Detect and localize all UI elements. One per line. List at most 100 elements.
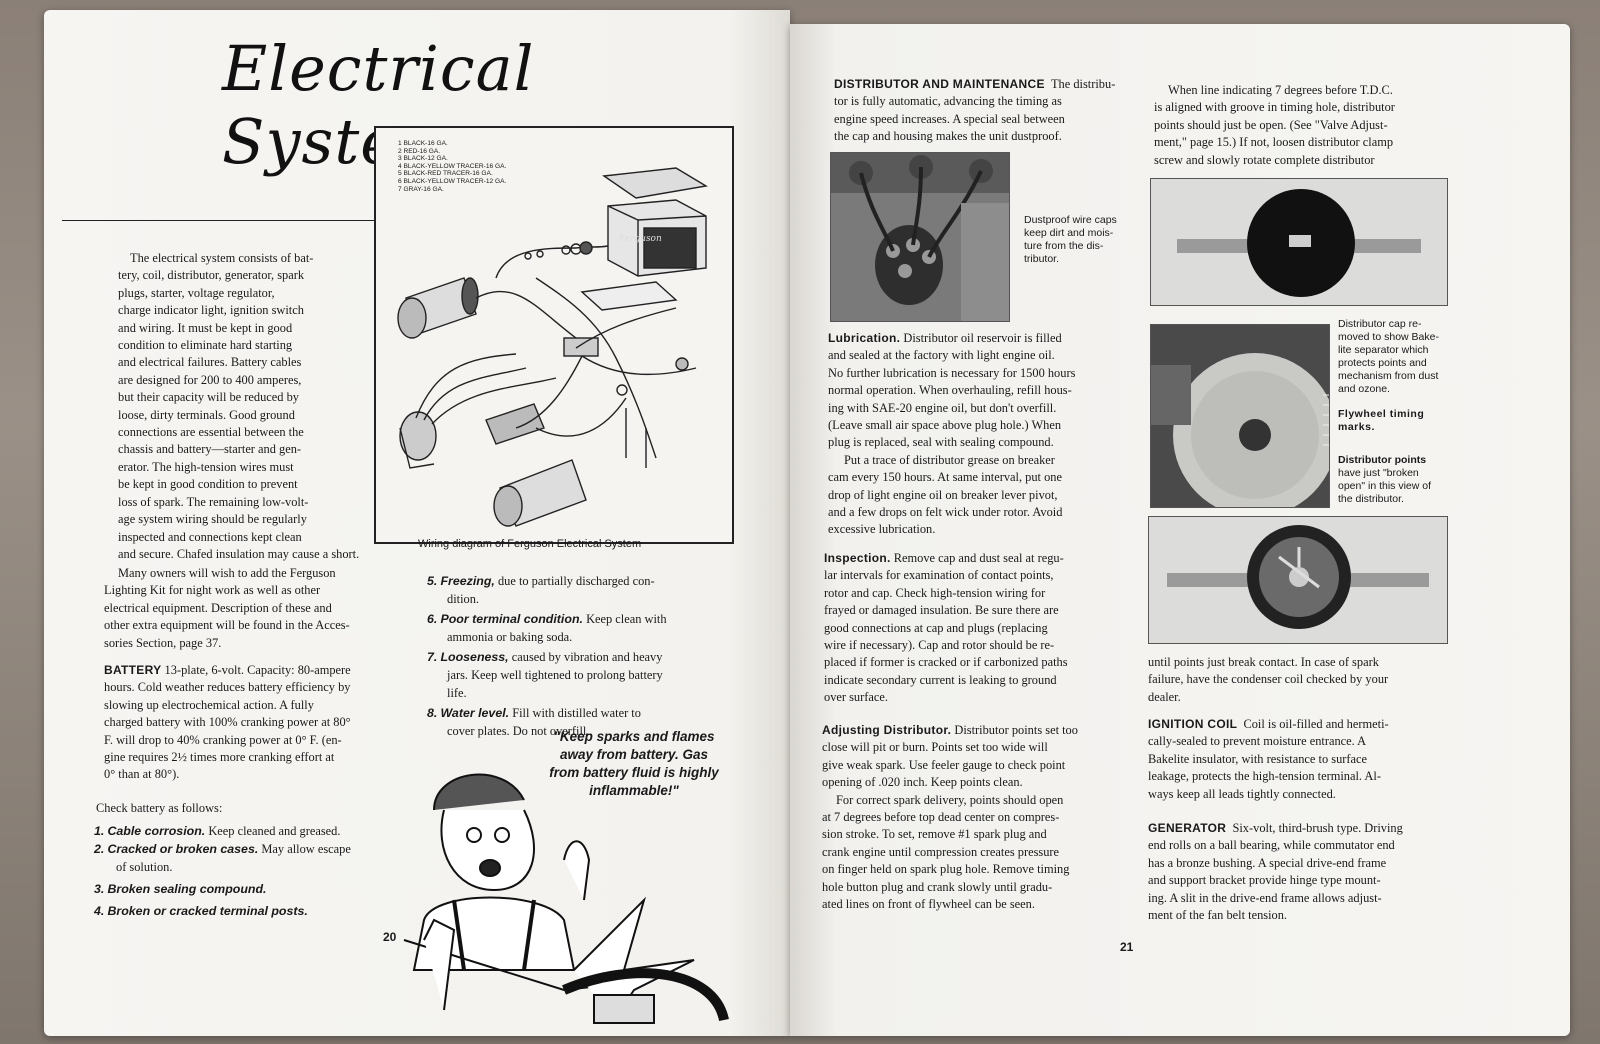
text-line: charged battery with 100% cranking power… — [104, 715, 351, 730]
flywheel-caption: Flywheel timing marks. — [1338, 408, 1424, 434]
page-number: 21 — [1120, 940, 1134, 954]
battery-paragraph: BATTERY 13-plate, 6-volt. Capacity: 80-a… — [104, 662, 404, 784]
text-line: and sealed at the factory with light eng… — [828, 348, 1055, 363]
text-line: ment," page 15.) If not, loosen distribu… — [1154, 135, 1394, 150]
text-line: chassis and battery—starter and gen- — [118, 442, 302, 457]
text-line: sion stroke. To set, remove #1 spark plu… — [822, 827, 1047, 842]
text-line: lar intervals for examination of contact… — [824, 568, 1054, 583]
text-line: The electrical system consists of bat- — [130, 251, 314, 265]
legend-item: 4 BLACK-YELLOW TRACER-16 GA. — [398, 162, 507, 170]
list-item-cont: ammonia or baking soda. — [447, 630, 573, 644]
text-line: For correct spark delivery, points shoul… — [836, 792, 1064, 807]
points-photo-art — [1149, 517, 1447, 643]
list-item-cont: of solution. — [116, 860, 173, 874]
text-line: sories Section, page 37. — [104, 635, 222, 650]
section-heading: BATTERY — [104, 663, 162, 677]
caption-line: marks. — [1338, 421, 1375, 433]
text-line: 13-plate, 6-volt. Capacity: 80-ampere — [164, 663, 351, 677]
text-line: indicate secondary current is leaking to… — [824, 672, 1057, 687]
ignition-paragraph: IGNITION COIL Coil is oil-filled and her… — [1148, 716, 1448, 803]
caption-line: have just "broken — [1338, 467, 1419, 479]
text-line: hours. Cold weather reduces battery effi… — [104, 680, 351, 695]
list-item: 3. Broken sealing compound. — [94, 882, 267, 896]
text-line: engine speed increases. A special seal b… — [834, 111, 1065, 126]
warning-quote: "Keep sparks and flames away from batter… — [528, 728, 740, 800]
list-item-cont: life. — [447, 686, 467, 700]
text-line: excessive lubrication. — [828, 522, 936, 537]
caption-line: moved to show Bake- — [1338, 331, 1439, 343]
text-line: give weak spark. Use feeler gauge to che… — [822, 757, 1066, 772]
caption-line: ture from the dis- — [1024, 240, 1104, 252]
caption-line: lite separator which — [1338, 344, 1429, 356]
text-line: tor is fully automatic, advancing the ti… — [834, 94, 1062, 109]
text-line: Put a trace of distributor grease on bre… — [844, 452, 1055, 467]
section-heading: IGNITION COIL — [1148, 717, 1238, 731]
text-line: 0° than at 80°). — [104, 767, 180, 782]
text-line: be kept in good condition to prevent — [118, 477, 298, 492]
text-line: over surface. — [824, 690, 888, 705]
text-line: and secure. Chafed insulation may cause … — [118, 546, 360, 561]
text-line: Many owners will wish to add the Ferguso… — [118, 566, 336, 580]
section-heading: Inspection. — [824, 551, 891, 565]
generator-paragraph: GENERATOR Six-volt, third-brush type. Dr… — [1148, 820, 1448, 924]
check-intro: Check battery as follows: — [96, 801, 223, 815]
right-page: DISTRIBUTOR AND MAINTENANCE The distribu… — [790, 24, 1570, 1036]
text-line: (Leave small air space above plug hole.)… — [828, 418, 1062, 433]
flywheel-photo-art — [1151, 325, 1329, 507]
flywheel-photo — [1150, 324, 1330, 508]
text-line: placed if former is cracked or if carbon… — [824, 655, 1068, 670]
text-line: hole button plug and crank slowly until … — [822, 879, 1053, 894]
points-photo — [1148, 516, 1448, 644]
text-line: crank engine until compression creates p… — [822, 844, 1060, 859]
caption-line: the distributor. — [1338, 493, 1404, 505]
text-line: are designed for 200 to 400 amperes, — [118, 372, 302, 387]
text-line: leakage, protects the high-tension termi… — [1148, 769, 1381, 784]
text-line: points should just be open. (See "Valve … — [1154, 117, 1388, 132]
section-heading: GENERATOR — [1148, 821, 1227, 835]
caption-line: mechanism from dust — [1338, 370, 1439, 382]
text-line: is aligned with groove in timing hole, d… — [1154, 100, 1395, 115]
list-item: 5. Freezing, due to partially discharged… — [427, 574, 655, 588]
text-line: F. will drop to 40% cranking power at 0°… — [104, 732, 342, 747]
text-line: inspected and connections kept clean — [118, 529, 302, 544]
caption-line: keep dirt and mois- — [1024, 227, 1114, 239]
text-line: at 7 degrees before top dead center on c… — [822, 810, 1060, 825]
text-line: No further lubrication is necessary for … — [828, 365, 1076, 380]
text-line: end rolls on a ball bearing, while commu… — [1148, 838, 1395, 853]
diagram-caption: Wiring diagram of Ferguson Electrical Sy… — [418, 538, 642, 550]
text-line: slowing up electrochemical action. A ful… — [104, 697, 314, 712]
until-paragraph: until points just break contact. In case… — [1148, 654, 1448, 706]
text-line: Remove cap and dust seal at regu- — [893, 551, 1064, 565]
text-line: and wiring. It must be kept in good — [118, 320, 293, 335]
text-line: has a bronze bushing. A special drive-en… — [1148, 855, 1387, 870]
caption-line: and ozone. — [1338, 383, 1390, 395]
text-line: close will pit or burn. Points set too w… — [822, 740, 1048, 755]
lubrication-paragraph: Lubrication. Distributor oil reservoir i… — [828, 330, 1128, 539]
text-line: cam every 150 hours. At same interval, p… — [828, 470, 1062, 485]
text-line: ment of the fan belt tension. — [1148, 908, 1288, 923]
legend-item: 3 BLACK-12 GA. — [398, 155, 448, 163]
text-line: other extra equipment will be found in t… — [104, 618, 350, 633]
points-caption: Distributor points have just "broken ope… — [1338, 454, 1454, 506]
adjusting-paragraph: Adjusting Distributor. Distributor point… — [822, 722, 1126, 913]
text-line: Lighting Kit for night work as well as o… — [104, 583, 321, 598]
list-item: 1. Cable corrosion. Keep cleaned and gre… — [94, 824, 341, 838]
caption-line: open" in this view of — [1338, 480, 1432, 492]
legend-item: 1 BLACK-16 GA. — [398, 140, 448, 147]
quote-line: away from battery. Gas — [559, 747, 709, 762]
caption-line: Distributor points — [1338, 454, 1427, 466]
text-line: and electrical failures. Battery cables — [118, 355, 302, 370]
text-line: drop of light engine oil on breaker leve… — [828, 487, 1058, 502]
distributor-photo-art — [831, 153, 1009, 321]
left-page: Electrical System 1 BLACK-16 GA. 2 RED-1… — [44, 10, 790, 1036]
tdc-paragraph: When line indicating 7 degrees before T.… — [1154, 82, 1454, 169]
text-line: loss of spark. The remaining low-volt- — [118, 494, 309, 509]
text-line: failure, have the condenser coil checked… — [1148, 672, 1389, 687]
intro-paragraph: The electrical system consists of bat- t… — [118, 250, 388, 563]
distributor-photo — [830, 152, 1010, 322]
legend-item: 7 GRAY-16 GA. — [398, 185, 444, 193]
caption-line: tributor. — [1024, 253, 1060, 265]
legend-item: 2 RED-16 GA. — [398, 147, 441, 155]
text-line: Bakelite insulator, with resistance to s… — [1148, 751, 1368, 766]
quote-line: inflammable!" — [589, 783, 679, 798]
